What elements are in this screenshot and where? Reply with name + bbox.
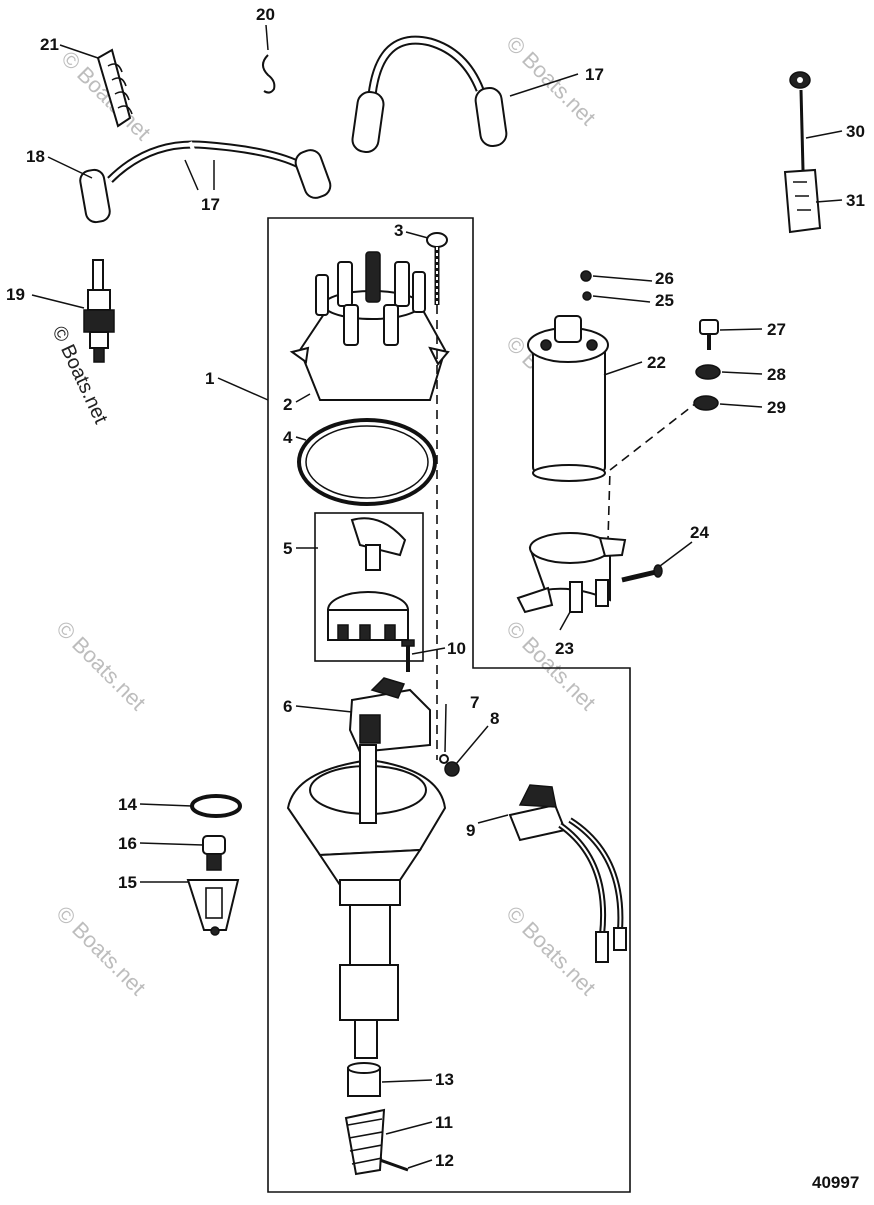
roll-pin-12 <box>379 1158 409 1172</box>
washer-29 <box>693 395 719 411</box>
callout-1: 1 <box>205 369 214 388</box>
callout-24: 24 <box>690 523 709 542</box>
drive-gear-11 <box>344 1108 386 1176</box>
callout-30: 30 <box>846 122 865 141</box>
callout-15: 15 <box>118 873 137 892</box>
callout-28: 28 <box>767 365 786 384</box>
bushing-13 <box>347 1062 381 1097</box>
callout-29: 29 <box>767 398 786 417</box>
alignment-line <box>607 399 701 541</box>
callout-16: 16 <box>118 834 137 853</box>
cap-screw-3 <box>426 232 448 305</box>
spark-plug-19 <box>83 259 115 363</box>
callout-14: 14 <box>118 795 137 814</box>
distributor-cap-2 <box>289 251 450 401</box>
spark-plug-wires-17-18 <box>79 140 332 224</box>
watermark: © Boats.net <box>501 616 600 715</box>
callout-6: 6 <box>283 697 292 716</box>
wire-retainer-clip-21 <box>96 48 133 128</box>
callout-31: 31 <box>846 191 865 210</box>
callouts: 1 2 3 4 5 6 7 8 9 10 11 12 13 14 15 16 1… <box>6 5 865 1170</box>
washer-7 <box>439 754 449 764</box>
callout-17-left: 17 <box>201 195 220 214</box>
distributor-assembly-outline <box>267 217 631 1193</box>
callout-27: 27 <box>767 320 786 339</box>
leader-lines <box>31 24 843 1169</box>
ignition-coil-22 <box>527 315 609 482</box>
hold-down-clamp-15 <box>186 879 240 936</box>
diagram-number: 40997 <box>812 1173 859 1192</box>
callout-7: 7 <box>470 693 479 712</box>
watermark: © Boats.net <box>51 901 150 1000</box>
callout-20: 20 <box>256 5 275 24</box>
callout-23: 23 <box>555 639 574 658</box>
ignition-module-6 <box>348 677 431 754</box>
wire-clip-20 <box>262 54 276 94</box>
callout-11: 11 <box>435 1113 453 1132</box>
washer-14 <box>190 794 242 818</box>
coil-wire-17-top <box>351 35 508 153</box>
retainer-rod-30 <box>789 71 811 171</box>
callout-18: 18 <box>26 147 45 166</box>
callout-17-top: 17 <box>585 65 604 84</box>
callout-13: 13 <box>435 1070 454 1089</box>
callout-5: 5 <box>283 539 292 558</box>
callout-10: 10 <box>447 639 466 658</box>
callout-26: 26 <box>655 269 674 288</box>
callout-21: 21 <box>40 35 59 54</box>
nut-8 <box>444 761 460 777</box>
callout-8: 8 <box>490 709 499 728</box>
nut-26 <box>580 270 592 282</box>
washer-25 <box>582 291 592 301</box>
callout-3: 3 <box>394 221 403 240</box>
screw-24 <box>621 564 663 583</box>
coil-bracket-23 <box>516 532 627 614</box>
pickup-coil-9 <box>508 784 627 963</box>
callout-22: 22 <box>647 353 666 372</box>
callout-19: 19 <box>6 285 25 304</box>
callout-9: 9 <box>466 821 475 840</box>
callout-12: 12 <box>435 1151 454 1170</box>
callout-25: 25 <box>655 291 674 310</box>
callout-2: 2 <box>283 395 292 414</box>
callout-4: 4 <box>283 428 293 447</box>
distributor-housing <box>286 744 447 1059</box>
lock-washer-28 <box>695 364 721 380</box>
gasket-4 <box>297 418 437 506</box>
watermark: © Boats.net <box>51 616 150 715</box>
watermark: © Boats.net <box>501 901 600 1000</box>
rotor-and-shield-5 <box>314 512 424 662</box>
retainer-clip-31 <box>783 168 822 234</box>
bolt-27 <box>699 319 719 350</box>
bolt-16 <box>202 835 226 871</box>
screw-10 <box>401 639 415 672</box>
